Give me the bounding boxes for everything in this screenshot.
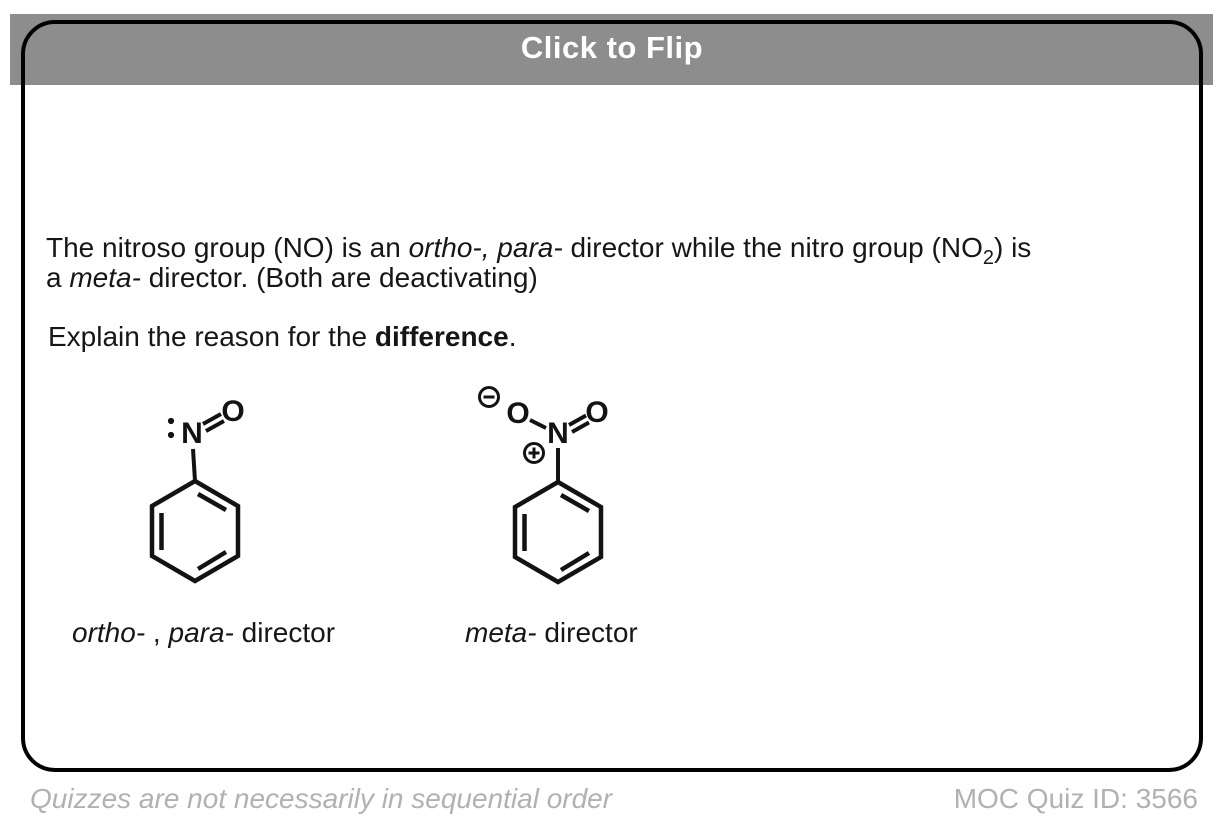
flashcard-header-bar[interactable] (10, 14, 1213, 85)
ring-double-bond (559, 493, 591, 513)
quiz-id-label: MOC Quiz ID: 3566 (953, 783, 1198, 814)
question-prompt: Explain the reason for the difference. (48, 321, 517, 352)
benzene-ring (512, 479, 604, 585)
ring-double-bond (196, 492, 228, 512)
n-o-double-bond (205, 419, 225, 433)
lone-pair-dot (167, 417, 175, 425)
ring-double-bond (196, 550, 228, 571)
oxygen-atom-label: O (221, 395, 244, 428)
bold-difference: difference (374, 321, 509, 352)
click-to-flip-label[interactable]: Click to Flip (520, 30, 704, 65)
italic-meta: meta- (69, 262, 141, 293)
nitrosobenzene-structure: N O (149, 395, 245, 584)
benzene-ring (149, 478, 241, 584)
nitrobenzene-structure: O N O (478, 386, 609, 585)
n-ring-bond (191, 448, 197, 482)
nitrogen-atom-label: N (181, 417, 203, 450)
plus-charge-icon (523, 442, 545, 464)
lone-pair-dot (167, 431, 175, 439)
italic-ortho-para: ortho-, para- (408, 232, 563, 263)
quiz-order-note: Quizzes are not necessarily in sequentia… (30, 783, 613, 814)
oxygen-atom-label: O (585, 396, 608, 429)
meta-director-label: meta- director (465, 617, 638, 648)
ring-double-bond (559, 551, 591, 572)
minus-charge-icon (478, 386, 500, 408)
question-text: The nitroso group (NO) is an ortho-, par… (46, 233, 1031, 293)
nitrogen-atom-label: N (547, 417, 569, 450)
n-o-double-bond (568, 413, 587, 427)
ortho-para-director-label: ortho- , para- director (72, 617, 336, 648)
subscript-2: 2 (982, 247, 994, 269)
n-o-double-bond (571, 420, 590, 434)
n-o-double-bond (202, 412, 222, 426)
question-line-1: The nitroso group (NO) is an ortho-, par… (46, 232, 1032, 269)
oxygen-atom-label: O (506, 397, 529, 430)
flashcard[interactable] (21, 20, 1203, 772)
o-n-single-bond (529, 418, 547, 430)
question-line-2: a meta- director. (Both are deactivating… (46, 262, 538, 293)
